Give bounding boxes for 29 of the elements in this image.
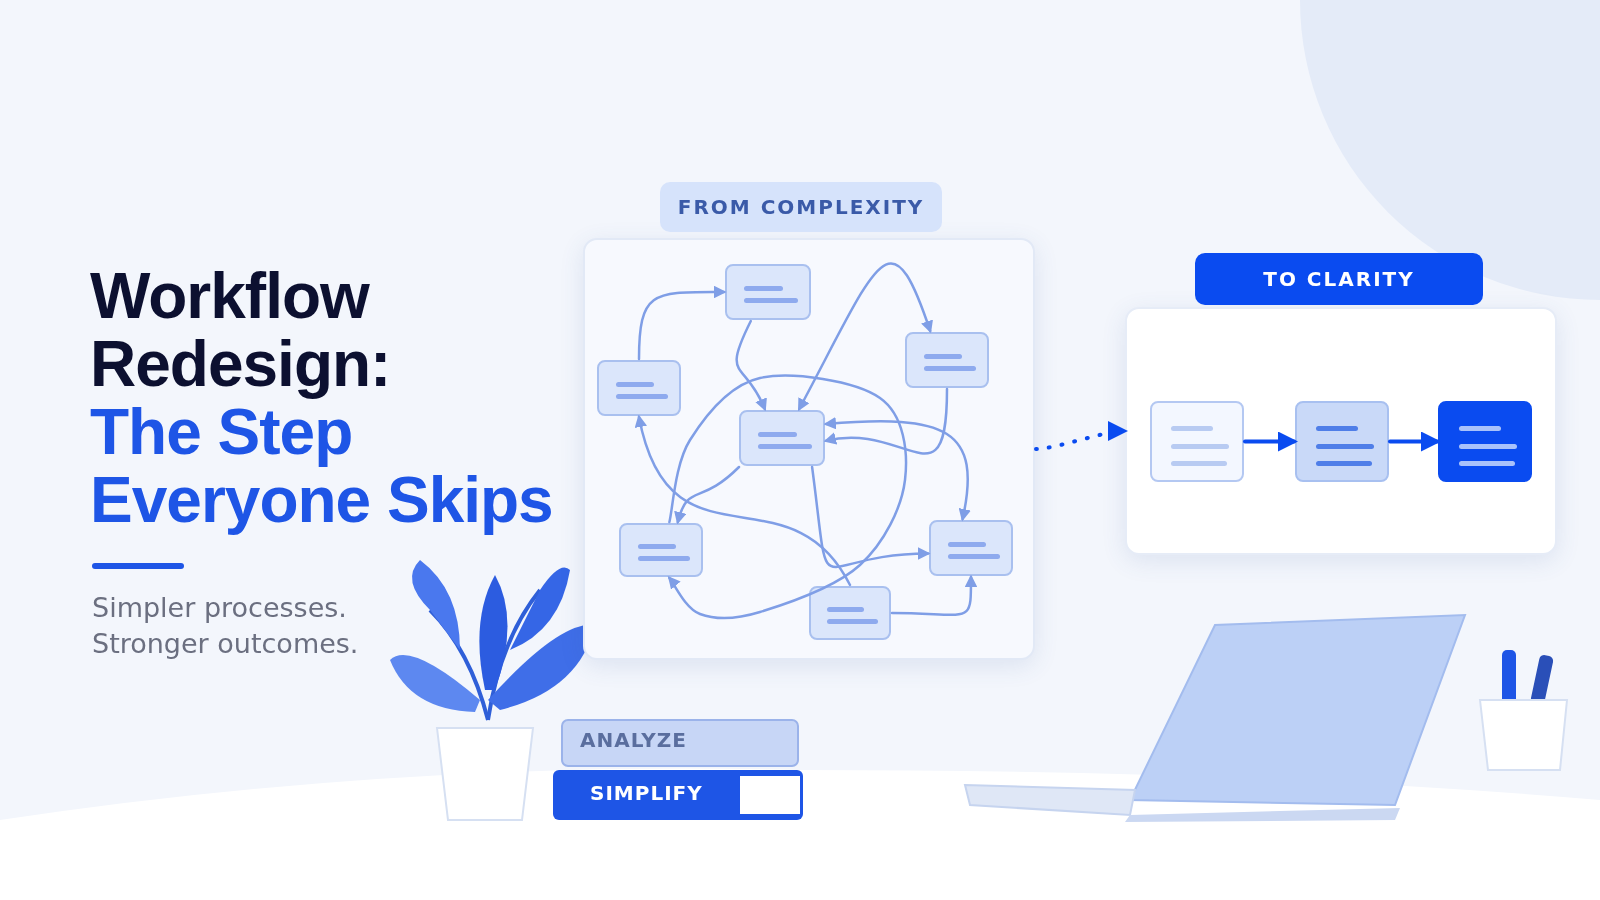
process-box xyxy=(929,520,1013,576)
diagram-panel xyxy=(1125,307,1557,555)
process-box xyxy=(1150,401,1244,482)
tagline: Simpler processes. Stronger outcomes. xyxy=(92,591,360,661)
arrow xyxy=(637,285,727,361)
process-box xyxy=(725,264,811,320)
process-box xyxy=(739,410,825,466)
arrow xyxy=(667,374,908,620)
arrow xyxy=(810,465,931,568)
arrow xyxy=(890,574,978,617)
book-title: SIMPLIFY xyxy=(590,781,703,805)
process-box xyxy=(905,332,989,388)
heading: The Step Everyone Skips xyxy=(90,398,554,534)
arrow xyxy=(635,414,852,587)
panel-heading: TO CLARITY xyxy=(1195,253,1483,305)
arrow xyxy=(674,465,741,525)
process-box xyxy=(1438,401,1532,482)
process-box xyxy=(1295,401,1389,482)
double-arrow xyxy=(823,417,971,522)
double-arrow xyxy=(797,262,933,412)
process-box xyxy=(809,586,891,640)
process-box xyxy=(619,523,703,577)
arrow xyxy=(735,319,767,412)
heading: Workflow Redesign: xyxy=(90,262,392,398)
book-title: ANALYZE xyxy=(580,728,687,752)
diagram-panel xyxy=(583,238,1035,660)
process-box xyxy=(597,360,681,416)
panel-heading: FROM COMPLEXITY xyxy=(660,182,942,232)
arrow xyxy=(823,387,949,455)
